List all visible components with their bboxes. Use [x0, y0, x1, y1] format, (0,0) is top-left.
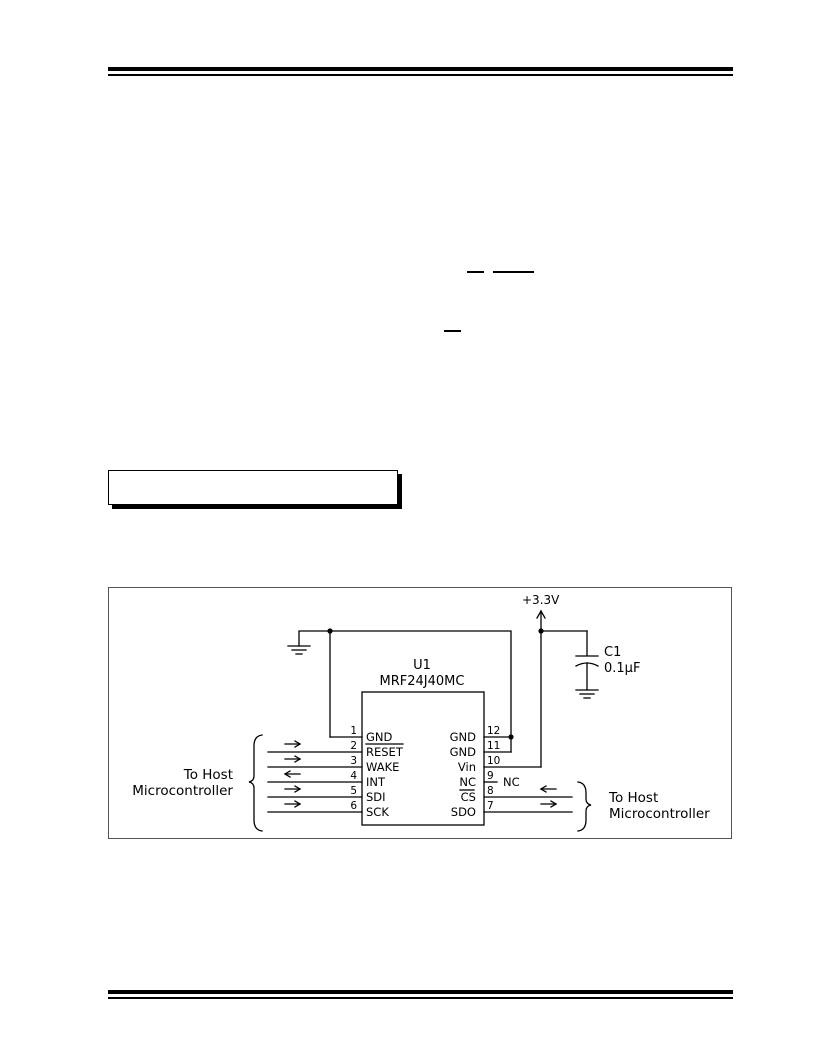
- pin-number: 1: [350, 725, 357, 737]
- pin-number: 3: [350, 755, 357, 767]
- chip-part-label: MRF24J40MC: [380, 674, 465, 689]
- junction-dot: [327, 628, 333, 634]
- host-right-line2: Microcontroller: [609, 806, 710, 822]
- pin-number: 4: [350, 770, 357, 782]
- pin-number: 7: [487, 800, 494, 812]
- pin-name: NC: [459, 775, 476, 789]
- junction-dot: [538, 628, 544, 634]
- pin-number: 12: [487, 725, 500, 737]
- pin-name: GND: [366, 730, 393, 744]
- pin-name: INT: [366, 775, 386, 789]
- header-rule-thin: [108, 74, 733, 76]
- pin-name: SDI: [366, 790, 386, 804]
- supply-label: +3.3V: [522, 593, 560, 607]
- ground-symbol: [287, 645, 311, 655]
- nc-label: NC: [503, 775, 520, 789]
- pin-number: 5: [350, 785, 357, 797]
- cap-value-label: 0.1µF: [604, 661, 640, 676]
- cap-ref-label: C1: [604, 645, 621, 660]
- supply-arrow: [536, 609, 546, 619]
- capacitor-symbol: [575, 630, 599, 699]
- pin-name: CS: [461, 790, 476, 804]
- chip-body: [361, 691, 485, 826]
- pin-name: SCK: [366, 805, 389, 819]
- ground-bus: [298, 630, 512, 738]
- pin-number: 9: [487, 770, 494, 782]
- pin-number: 6: [350, 800, 357, 812]
- footer-rule-thick: [108, 990, 733, 994]
- overline-mark: [444, 330, 461, 332]
- pin-name: RESET: [366, 745, 404, 759]
- host-right-line1: To Host: [608, 790, 658, 806]
- chip-ref-label: U1: [413, 658, 431, 673]
- pin-name: GND: [450, 730, 477, 744]
- section-heading-box: [108, 470, 398, 505]
- overline-mark: [493, 271, 534, 273]
- pin-number: 8: [487, 785, 494, 797]
- host-left-line1: To Host: [183, 767, 233, 783]
- pin-name: GND: [450, 745, 477, 759]
- pin-number: 11: [487, 740, 500, 752]
- pin-name: SDO: [451, 805, 476, 819]
- left-brace: [248, 734, 263, 832]
- figure-frame: [108, 587, 732, 839]
- pin-name: WAKE: [366, 760, 399, 774]
- host-left-line2: Microcontroller: [132, 783, 233, 799]
- pin-number: 2: [350, 740, 357, 752]
- overline-mark: [467, 271, 484, 273]
- pin-number: 10: [487, 755, 500, 767]
- header-rule-thick: [108, 67, 733, 71]
- right-brace: [577, 781, 592, 832]
- pin-name: Vin: [458, 760, 476, 774]
- footer-rule-thin: [108, 997, 733, 999]
- junction-dot: [508, 734, 514, 740]
